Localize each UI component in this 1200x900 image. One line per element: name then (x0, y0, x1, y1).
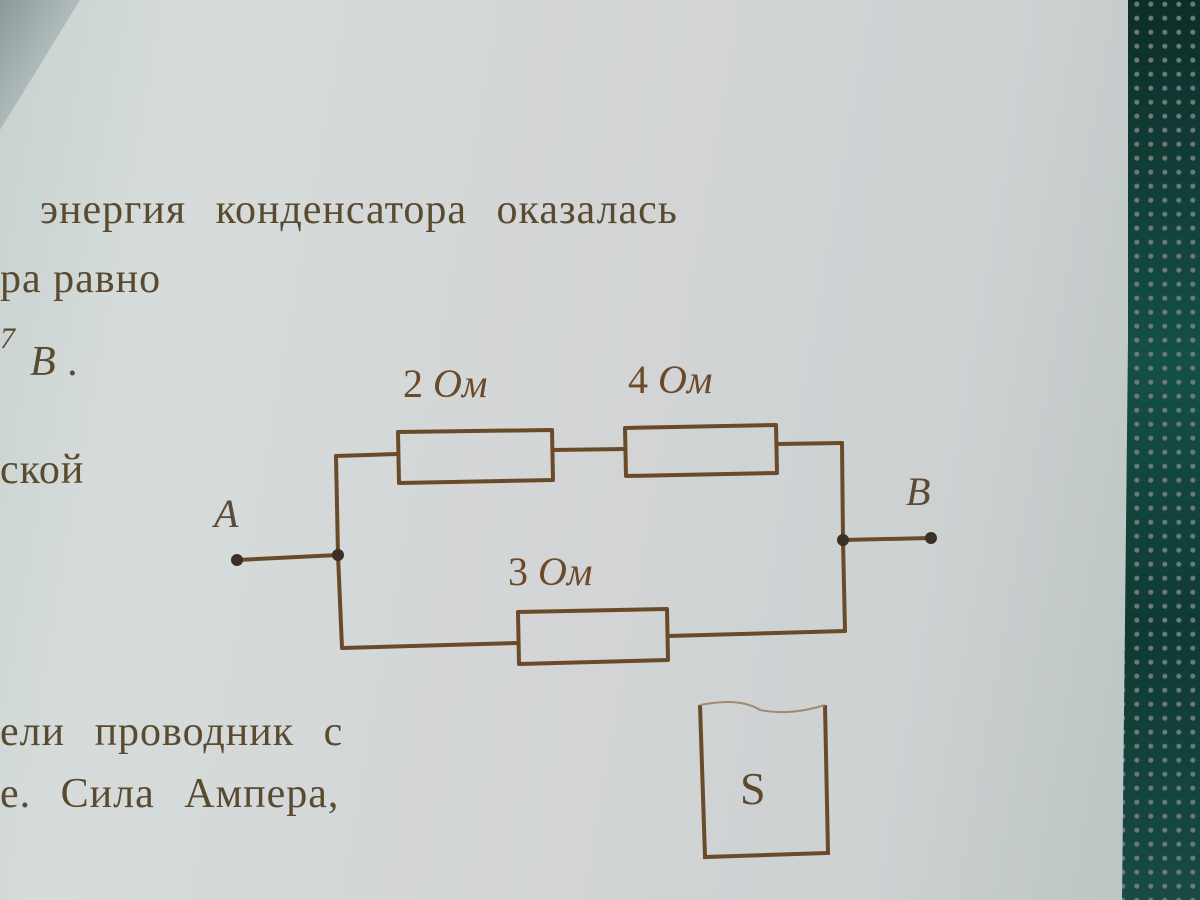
resistor-label-4-ohm: 4 Ом (628, 356, 712, 403)
text-line-1: энергия конденсатора оказалась (40, 187, 678, 233)
resistor-unit: Ом (433, 361, 488, 406)
resistor-2-ohm (396, 428, 555, 485)
node-label-b: B (906, 469, 931, 514)
text-line-4: ской (0, 447, 85, 493)
junction-right-dot (837, 534, 849, 546)
text-fragment-7: 7 (0, 322, 16, 355)
resistor-unit: Ом (538, 549, 593, 594)
resistor-4-ohm (623, 423, 779, 478)
text-line-3: B . (30, 339, 80, 385)
node-label-a: A (214, 491, 239, 536)
text-line-6: е. Сила Ампера, (0, 771, 340, 817)
terminal-a-dot (231, 554, 243, 566)
resistor-value: 3 (508, 549, 528, 594)
resistor-value: 2 (403, 361, 423, 406)
figure-box-letter: S (740, 763, 766, 814)
resistor-label-2-ohm: 2 Ом (403, 360, 487, 407)
text-line-5: ели проводник с (0, 709, 344, 755)
resistor-3-ohm (516, 607, 670, 666)
resistor-value: 4 (628, 357, 648, 402)
terminal-b-dot (925, 532, 937, 544)
resistor-label-3-ohm: 3 Ом (508, 548, 592, 595)
resistor-unit: Ом (658, 357, 713, 402)
text-line-2: ра равно (0, 256, 162, 302)
junction-left-dot (332, 549, 344, 561)
